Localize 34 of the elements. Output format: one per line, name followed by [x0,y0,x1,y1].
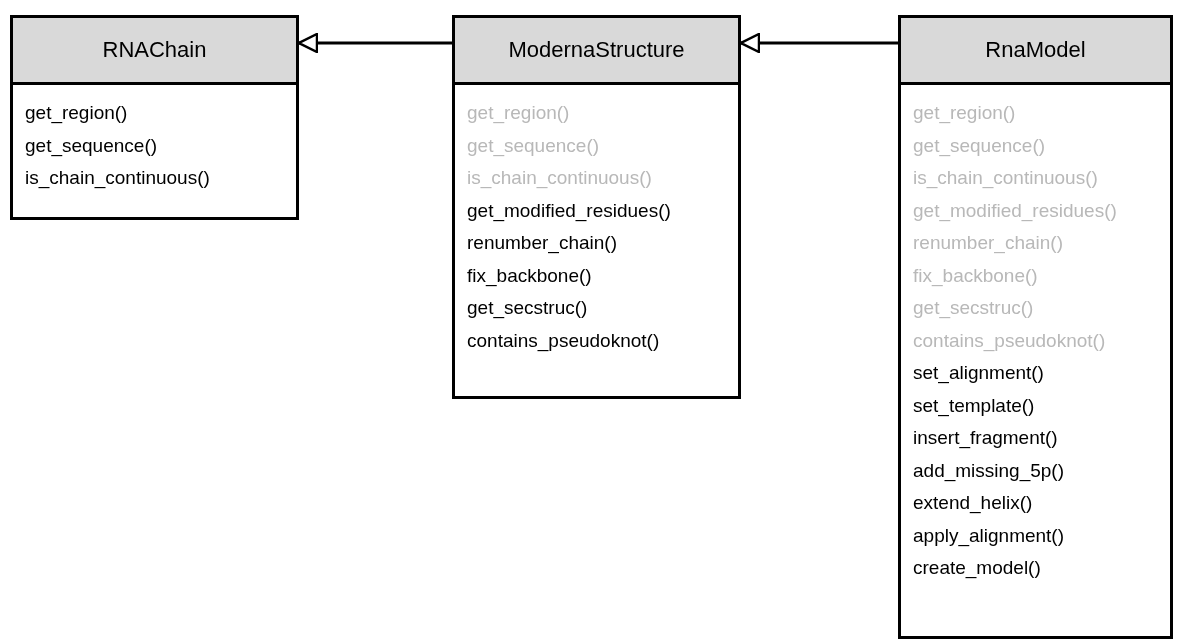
method-name: create_model() [913,556,1041,581]
method-name: get_region() [913,101,1016,126]
method-name: fix_backbone() [913,263,1038,289]
method-name: is_chain_continuous() [25,166,210,191]
method-name: get_sequence() [913,133,1046,159]
method-name: contains_pseudoknot() [467,328,660,354]
class-name: RNAChain [13,18,296,85]
inheritance-arrow [297,32,452,54]
method-name: get_secstruc() [913,296,1034,321]
method-name: get_region() [467,101,570,126]
method-name: get_sequence() [25,133,158,159]
method-name: set_alignment() [913,361,1044,386]
method-name: set_template() [913,393,1035,419]
method-name: renumber_chain() [467,231,617,256]
class-name: RnaModel [901,18,1170,85]
class-box [898,15,1173,639]
method-name: get_modified_residues() [467,198,671,224]
inheritance-arrow [739,32,898,54]
method-name: get_region() [25,101,128,126]
class-box [10,15,299,220]
method-name: is_chain_continuous() [467,166,652,191]
class-name: ModernaStructure [455,18,738,85]
method-name: contains_pseudoknot() [913,328,1106,354]
method-name: fix_backbone() [467,263,592,289]
method-name: get_secstruc() [467,296,588,321]
method-name: get_sequence() [467,133,600,159]
method-name: renumber_chain() [913,231,1063,256]
method-name: add_missing_5p() [913,458,1065,484]
method-name: apply_alignment() [913,523,1065,549]
method-name: get_modified_residues() [913,198,1117,224]
method-name: insert_fragment() [913,426,1058,451]
method-name: extend_helix() [913,491,1033,516]
class-box [452,15,741,399]
method-name: is_chain_continuous() [913,166,1098,191]
